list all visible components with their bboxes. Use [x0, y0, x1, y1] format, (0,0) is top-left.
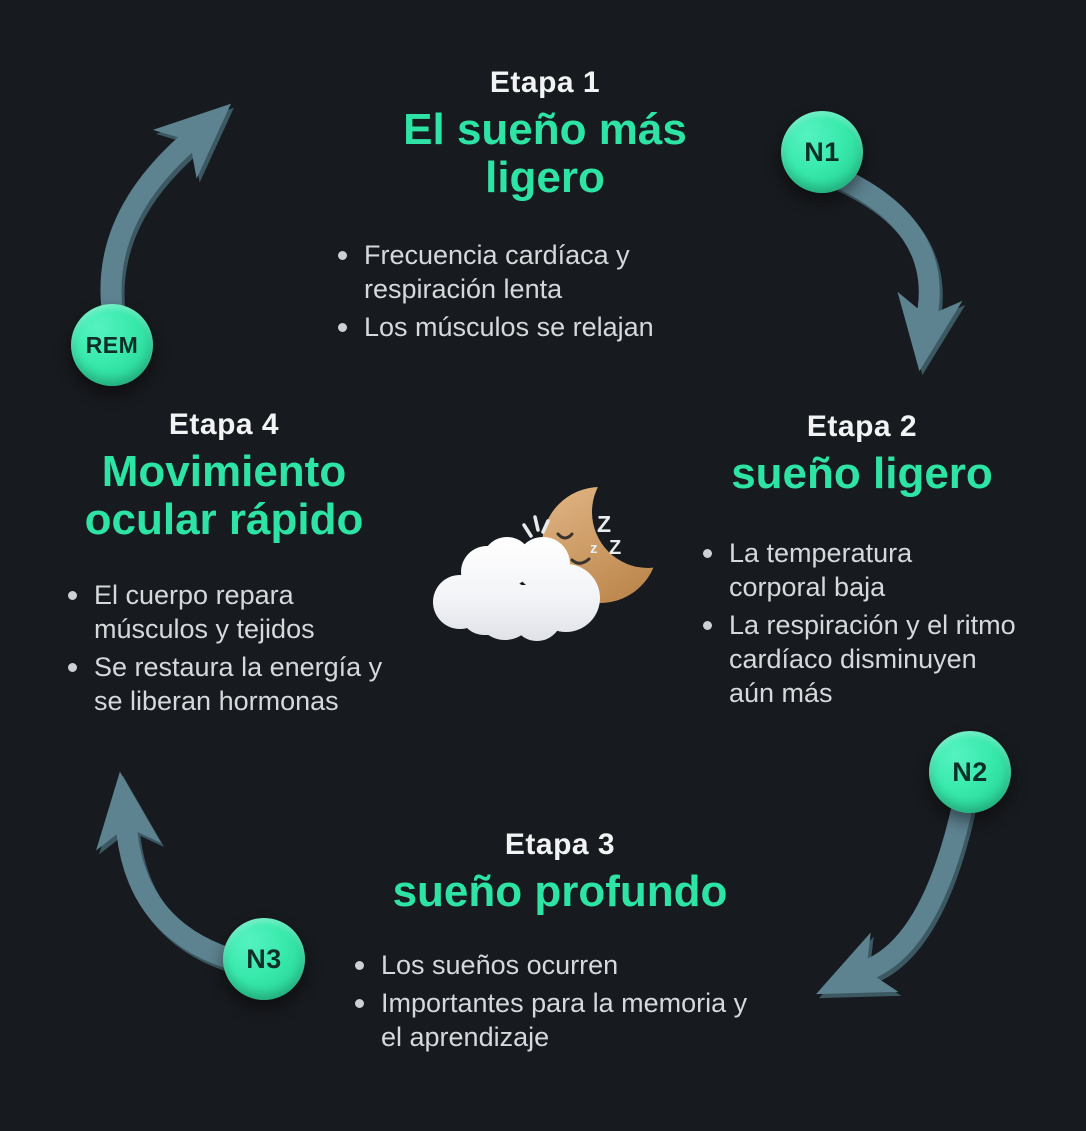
bullet-text: Frecuencia cardíaca y respiración lenta [364, 240, 630, 304]
cloud-icon [433, 537, 600, 641]
stage-4-label: Etapa 4 [168, 408, 280, 441]
stage-3-title: sueño profundo [392, 867, 728, 916]
list-item: Los sueños ocurren [355, 948, 747, 982]
bullet-dot-icon [703, 621, 712, 630]
bullet-dot-icon [338, 323, 347, 332]
list-item: Importantes para la memoria y el aprendi… [355, 986, 747, 1054]
moon-face-icon [556, 532, 591, 565]
svg-text:z: z [590, 540, 598, 557]
arrow-n3-to-stage4 [96, 771, 242, 973]
bullet-text: El cuerpo repara músculos y tejidos [94, 580, 315, 644]
bullet-dot-icon [355, 961, 364, 970]
stage-2-section: Etapa 2 sueño ligero La temperatura corp… [672, 408, 1052, 710]
list-item: Frecuencia cardíaca y respiración lenta [338, 238, 654, 306]
stage-4-section: Etapa 4 Movimiento ocular rápido El cuer… [18, 406, 430, 718]
stage-3-label: Etapa 3 [504, 828, 616, 861]
stage-badge-n2: N2 [929, 731, 1011, 813]
bullet-text: La respiración y el ritmo cardíaco dismi… [729, 610, 1016, 708]
stage-4-bullets: El cuerpo repara músculos y tejidos Se r… [68, 578, 382, 718]
stage-2-bullets: La temperatura corporal baja La respirac… [703, 536, 1016, 710]
bullet-dot-icon [68, 591, 77, 600]
stage-1-label: Etapa 1 [489, 66, 601, 99]
arrow-n1-to-stage2 [829, 167, 966, 376]
sparkle-icon [522, 515, 550, 538]
bullet-dot-icon [68, 663, 77, 672]
zzz-text: Z z Z [590, 511, 621, 559]
stage-badge-n3: N3 [223, 918, 305, 1000]
bullet-dot-icon [355, 999, 364, 1008]
stage-1-title: El sueño más ligero [403, 105, 687, 202]
bullet-text: Los sueños ocurren [381, 950, 619, 980]
bullet-text: Importantes para la memoria y el aprendi… [381, 988, 748, 1052]
stage-1-bullets: Frecuencia cardíaca y respiración lenta … [338, 238, 654, 344]
list-item: Los músculos se relajan [338, 310, 654, 344]
stage-badge-rem: REM [71, 304, 153, 386]
stage-1-section: Etapa 1 El sueño más ligero Frecuencia c… [240, 64, 850, 344]
arrow-n2-to-stage3 [816, 797, 976, 999]
bullet-dot-icon [338, 251, 347, 260]
svg-text:Z: Z [609, 537, 621, 559]
stage-3-section: Etapa 3 sueño profundo Los sueños ocurre… [330, 826, 790, 1054]
stage-4-title: Movimiento ocular rápido [84, 447, 364, 544]
stage-2-title: sueño ligero [731, 449, 993, 498]
list-item: La temperatura corporal baja [703, 536, 1016, 604]
stage-badge-n1: N1 [781, 111, 863, 193]
svg-text:Z: Z [597, 511, 611, 537]
bullet-text: La temperatura corporal baja [729, 538, 913, 602]
stage-3-bullets: Los sueños ocurren Importantes para la m… [355, 948, 747, 1054]
bullet-dot-icon [703, 549, 712, 558]
bullet-text: Los músculos se relajan [364, 312, 654, 342]
list-item: El cuerpo repara músculos y tejidos [68, 578, 382, 646]
bullet-text: Se restaura la energía y se liberan horm… [94, 652, 383, 716]
list-item: La respiración y el ritmo cardíaco dismi… [703, 608, 1016, 710]
stage-2-label: Etapa 2 [806, 410, 918, 443]
list-item: Se restaura la energía y se liberan horm… [68, 650, 382, 718]
arrow-rem-to-stage1 [100, 103, 234, 337]
